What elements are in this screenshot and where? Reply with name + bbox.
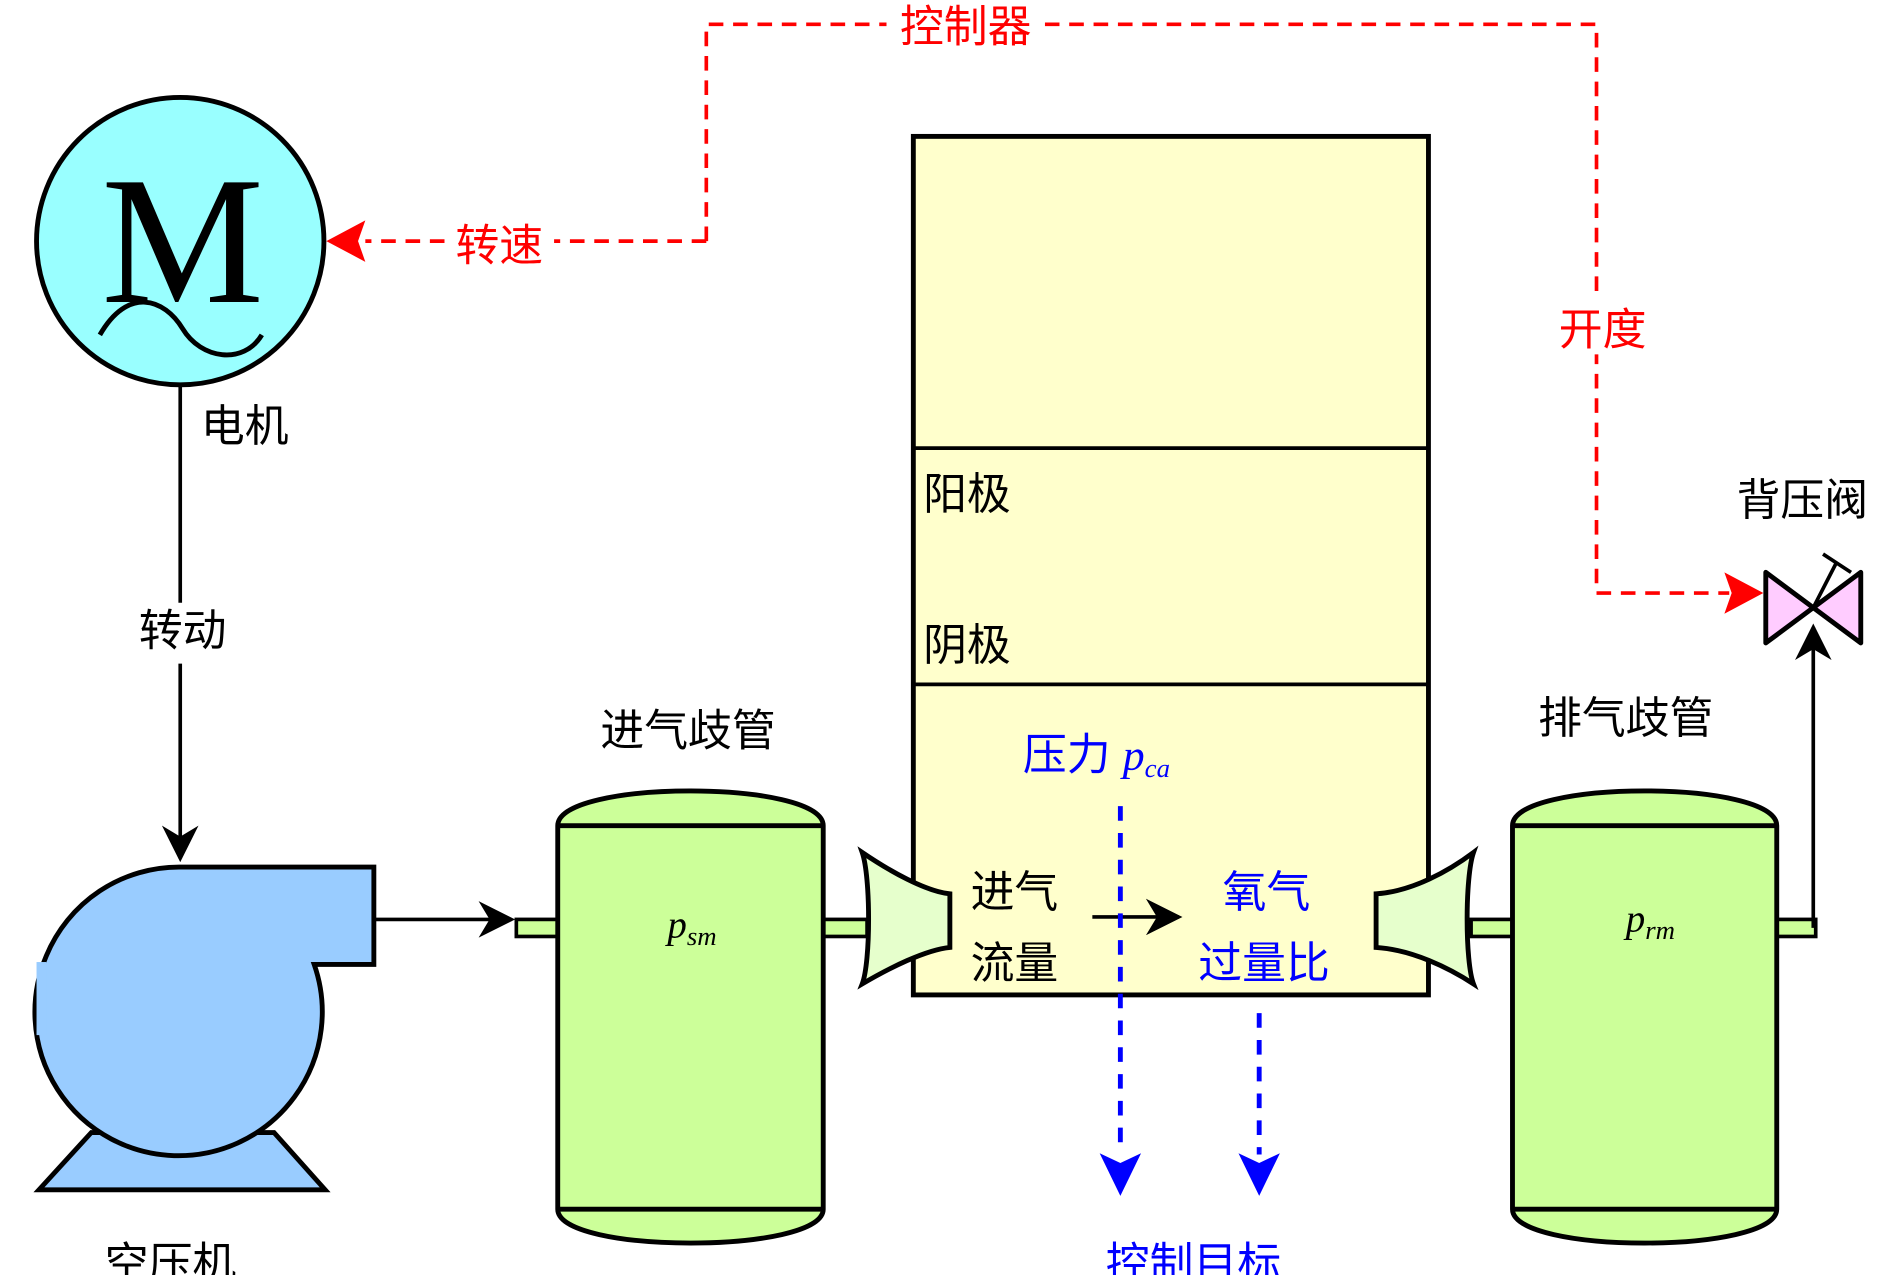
supply-tank [555, 788, 826, 1246]
supply-inlet-pipe [514, 917, 563, 939]
drive-label: 转动 [139, 605, 227, 656]
return-pressure-var: prm [1623, 898, 1675, 945]
opening-label-bg [1546, 298, 1657, 355]
controller-line-top [704, 22, 887, 242]
motor-label: 电机 [201, 401, 289, 452]
inflow-label-line2: 流量 [971, 938, 1059, 989]
pressure-target-arrowhead-icon [1099, 1153, 1142, 1196]
valve-label: 背压阀 [1737, 475, 1868, 526]
ac-wave-icon [97, 299, 264, 358]
return-outlet-pipe [1772, 917, 1818, 939]
outlet-nozzle [1373, 845, 1479, 991]
oxygen-ratio-line2: 过量比 [1198, 938, 1329, 989]
opening-label: 开度 [1559, 305, 1647, 356]
inflow-label-line1: 进气 [971, 867, 1059, 918]
back-pressure-valve: 背压阀 [1737, 475, 1868, 646]
anode-label: 阳极 [923, 469, 1011, 520]
return-inlet-pipe [1469, 917, 1517, 939]
motor: M 电机 [34, 94, 327, 452]
compressor-base [33, 1130, 331, 1193]
supply-outlet-pipe [821, 917, 869, 939]
controller-label-bg [886, 2, 1045, 47]
controller-label: 控制器 [900, 1, 1031, 52]
stack-body [910, 133, 1431, 998]
compressor-label: 空压机 [105, 1239, 236, 1275]
compressor-body [32, 864, 377, 1159]
control-targets-label: 控制目标 [1106, 1239, 1281, 1275]
oxygen-ratio-line1: 氧气 [1223, 867, 1311, 918]
motor-symbol: M [101, 139, 263, 342]
speed-label: 转速 [455, 221, 543, 272]
compressor: 空压机 [32, 864, 377, 1275]
return-tank [1510, 788, 1780, 1246]
return-manifold: prm 排气歧管 [1469, 693, 1818, 1246]
opening-arrowhead-icon [1724, 572, 1764, 614]
control-target-lines [1117, 806, 1262, 1155]
cathode-label: 阴极 [923, 620, 1011, 671]
inlet-nozzle [857, 846, 953, 990]
speed-arrowhead-icon [326, 220, 366, 262]
compressor-inlet-gap [36, 962, 47, 1036]
supply-manifold: psm 进气歧管 [514, 705, 869, 1246]
supply-manifold-label: 进气歧管 [600, 705, 775, 756]
return-manifold-label: 排气歧管 [1538, 693, 1713, 744]
supply-pressure-var: psm [664, 904, 716, 951]
oxygen-target-arrowhead-icon [1238, 1153, 1280, 1196]
valve-actuator-stem [1811, 561, 1839, 609]
valve-actuator-handle [1822, 552, 1853, 574]
